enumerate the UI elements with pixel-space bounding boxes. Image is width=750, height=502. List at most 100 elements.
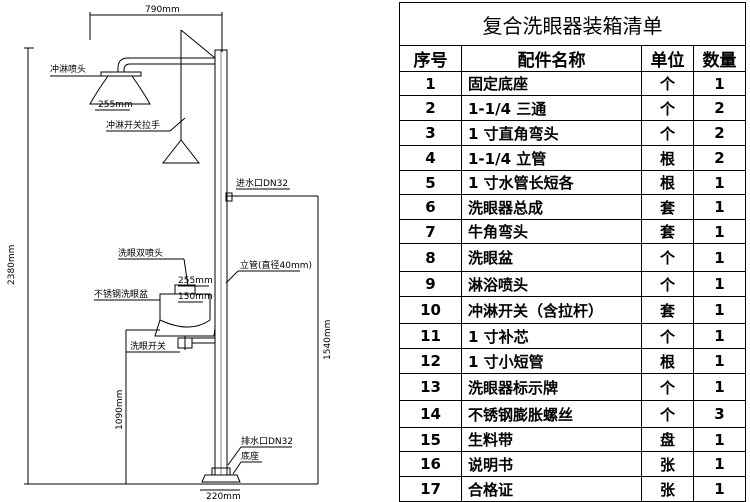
cell-no: 17 bbox=[399, 476, 462, 502]
cell-unit: 套 bbox=[641, 296, 694, 324]
cell-name: 淋浴喷头 bbox=[461, 271, 642, 297]
cell-qty: 3 bbox=[693, 400, 746, 428]
cell-no: 12 bbox=[399, 348, 462, 374]
cell-unit: 个 bbox=[641, 323, 694, 349]
cell-qty: 1 bbox=[693, 323, 746, 349]
cell-qty: 2 bbox=[693, 145, 746, 171]
eyewash-diagram: 790mm 冲淋喷头 255mm 冲淋开关拉手 进水口DN32 洗眼双喷头 立管… bbox=[7, 5, 333, 500]
label-pull-rod: 冲淋开关拉手 bbox=[106, 119, 160, 131]
label-eye-switch: 洗眼开关 bbox=[130, 340, 166, 352]
eyewash-bowl bbox=[159, 293, 211, 328]
header-no: 序号 bbox=[399, 45, 462, 72]
cell-name: 1 寸补芯 bbox=[461, 323, 642, 349]
cell-qty: 1 bbox=[693, 219, 746, 244]
table-header-row: 序号 配件名称 单位 数量 bbox=[399, 45, 746, 72]
cell-no: 7 bbox=[399, 219, 462, 244]
cell-name: 1 寸直角弯头 bbox=[461, 120, 642, 146]
cell-unit: 个 bbox=[641, 71, 694, 96]
label-255-top: 255mm bbox=[98, 100, 133, 110]
cell-name: 洗眼器标示牌 bbox=[461, 373, 642, 401]
label-220: 220mm bbox=[206, 492, 241, 500]
cell-no: 1 bbox=[399, 71, 462, 96]
cell-qty: 1 bbox=[693, 243, 746, 272]
cell-unit: 张 bbox=[641, 451, 694, 477]
cell-no: 10 bbox=[399, 296, 462, 324]
cell-unit: 张 bbox=[641, 476, 694, 502]
cell-unit: 根 bbox=[641, 348, 694, 374]
label-1540: 1540mm bbox=[323, 320, 333, 360]
cell-unit: 个 bbox=[641, 400, 694, 428]
label-outlet: 排水口DN32 bbox=[241, 435, 293, 447]
cell-unit: 根 bbox=[641, 170, 694, 195]
cell-no: 6 bbox=[399, 194, 462, 220]
cell-name: 1 寸水管长短各 bbox=[461, 170, 642, 195]
cell-name: 说明书 bbox=[461, 451, 642, 477]
cell-no: 15 bbox=[399, 427, 462, 452]
shower-arm bbox=[117, 57, 215, 72]
cell-name: 洗眼器总成 bbox=[461, 194, 642, 220]
cell-unit: 个 bbox=[641, 373, 694, 401]
cell-unit: 套 bbox=[641, 219, 694, 244]
cell-name: 不锈钢膨胀螺丝 bbox=[461, 400, 642, 428]
cell-name: 1-1/4 三通 bbox=[461, 95, 642, 121]
label-shower-head: 冲淋喷头 bbox=[50, 63, 86, 75]
label-2380: 2380mm bbox=[7, 245, 17, 285]
base bbox=[201, 474, 241, 483]
pull-rod-line bbox=[180, 29, 216, 59]
label-base: 底座 bbox=[241, 450, 259, 462]
pull-handle-triangle bbox=[161, 139, 201, 164]
cell-qty: 1 bbox=[693, 476, 746, 502]
cell-name: 洗眼盆 bbox=[461, 243, 642, 272]
cell-no: 4 bbox=[399, 145, 462, 171]
label-790: 790mm bbox=[145, 5, 180, 15]
cell-no: 5 bbox=[399, 170, 462, 195]
cell-no: 3 bbox=[399, 120, 462, 146]
header-qty: 数量 bbox=[693, 45, 746, 72]
cell-unit: 个 bbox=[641, 243, 694, 272]
label-1090: 1090mm bbox=[115, 390, 125, 430]
shower-head bbox=[89, 75, 151, 105]
cell-no: 14 bbox=[399, 400, 462, 428]
cell-name: 1 寸小短管 bbox=[461, 348, 642, 374]
label-inlet: 进水口DN32 bbox=[236, 177, 288, 189]
table-title: 复合洗眼器装箱清单 bbox=[399, 2, 746, 46]
cell-qty: 2 bbox=[693, 95, 746, 121]
cell-no: 2 bbox=[399, 95, 462, 121]
cell-name: 生料带 bbox=[461, 427, 642, 452]
cell-qty: 2 bbox=[693, 120, 746, 146]
cell-no: 13 bbox=[399, 373, 462, 401]
cell-unit: 个 bbox=[641, 120, 694, 146]
label-150: 150mm bbox=[178, 292, 213, 302]
cell-qty: 1 bbox=[693, 170, 746, 195]
cell-qty: 1 bbox=[693, 427, 746, 452]
header-unit: 单位 bbox=[641, 45, 694, 72]
shower-head-neck bbox=[100, 71, 142, 77]
cell-qty: 1 bbox=[693, 373, 746, 401]
cell-no: 9 bbox=[399, 271, 462, 297]
cell-name: 固定底座 bbox=[461, 71, 642, 96]
label-pipe: 立管(直径40mm) bbox=[240, 259, 312, 271]
cell-no: 8 bbox=[399, 243, 462, 272]
cell-name: 冲淋开关（含拉杆） bbox=[461, 296, 642, 324]
label-255-bowl: 255mm bbox=[178, 276, 213, 286]
cell-unit: 盘 bbox=[641, 427, 694, 452]
cell-no: 11 bbox=[399, 323, 462, 349]
cell-qty: 1 bbox=[693, 194, 746, 220]
cell-name: 牛角弯头 bbox=[461, 219, 642, 244]
